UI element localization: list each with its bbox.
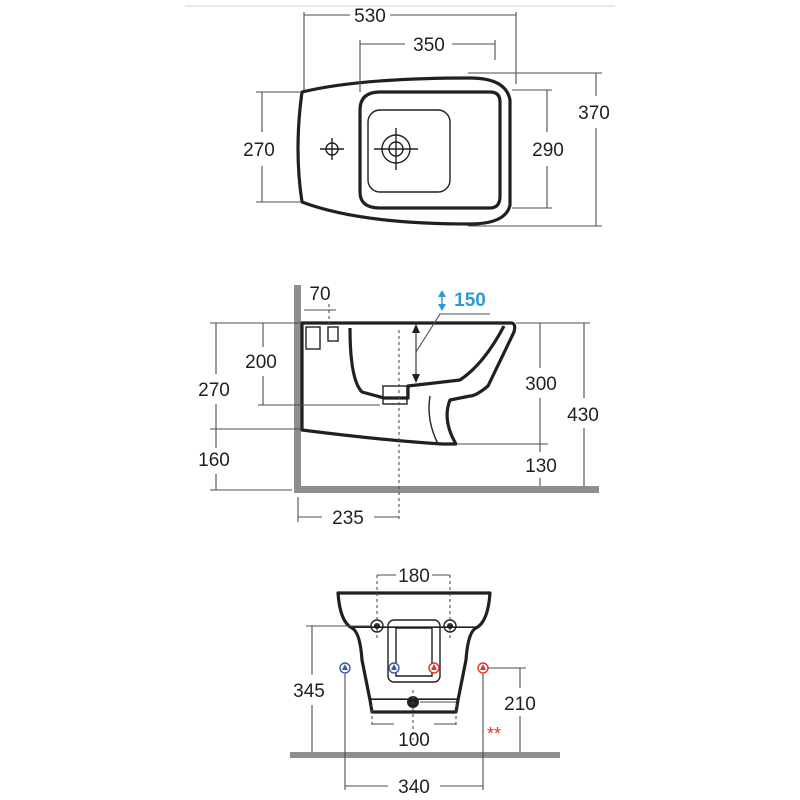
note-marker: ** xyxy=(487,724,501,744)
dim-370-label: 370 xyxy=(578,103,610,124)
front-view-inner-rect-2 xyxy=(395,627,433,677)
front-view: 180 345 210 xyxy=(290,566,560,798)
floor xyxy=(294,486,599,493)
dim-130-label: 130 xyxy=(525,456,557,477)
dim-160-label: 160 xyxy=(198,450,230,471)
side-view-drain xyxy=(382,385,408,405)
front-view-inner-rect xyxy=(387,619,441,683)
dim-530-label: 530 xyxy=(354,6,386,27)
side-view-inlet xyxy=(305,326,321,350)
dim-345-label: 345 xyxy=(293,681,325,702)
front-floor xyxy=(290,752,560,758)
front-view-bowl-top xyxy=(336,591,492,630)
hot-supply-inner-arrow xyxy=(431,664,437,670)
dim-300-label: 300 xyxy=(525,374,557,395)
dim-350-label: 350 xyxy=(413,35,445,56)
side-view-bowl-inner xyxy=(348,325,506,400)
water-level-arrow-up xyxy=(412,324,420,333)
dim-100-label: 100 xyxy=(398,730,430,751)
dim-290-label: 290 xyxy=(532,140,564,161)
side-view: 150 70 200 270 160 300 430 xyxy=(198,284,599,529)
top-view: 530 350 270 290 370 xyxy=(243,6,610,227)
supply-cold-left xyxy=(339,662,351,674)
cold-supply-arrow xyxy=(342,664,348,670)
dim-270-side-label: 270 xyxy=(198,380,230,401)
side-view-foot-line xyxy=(428,395,439,445)
blue-arrow-down xyxy=(438,304,446,311)
top-view-basin xyxy=(358,90,502,210)
dim-150-label: 150 xyxy=(454,290,486,311)
dim-270-top-label: 270 xyxy=(243,140,275,161)
supply-cold-inner xyxy=(388,662,400,674)
water-level-leader xyxy=(415,313,490,353)
water-level-arrow-down xyxy=(412,374,420,383)
dim-340-label: 340 xyxy=(398,777,430,798)
dim-70-label: 70 xyxy=(309,284,330,305)
supply-hot-inner xyxy=(428,662,440,674)
supply-hot-right xyxy=(477,662,489,674)
dim-235-label: 235 xyxy=(332,508,364,529)
dim-430-label: 430 xyxy=(567,405,599,426)
top-view-inner-square xyxy=(367,109,451,193)
front-view-body xyxy=(351,626,477,702)
dim-200-label: 200 xyxy=(245,352,277,373)
dim-180-label: 180 xyxy=(398,566,430,587)
dim-210-label: 210 xyxy=(504,694,536,715)
cold-supply-inner-arrow xyxy=(391,664,397,670)
blue-arrow-up xyxy=(438,290,446,297)
hot-supply-arrow xyxy=(480,664,486,670)
side-view-inlet-right xyxy=(327,326,339,342)
wall xyxy=(294,285,301,493)
